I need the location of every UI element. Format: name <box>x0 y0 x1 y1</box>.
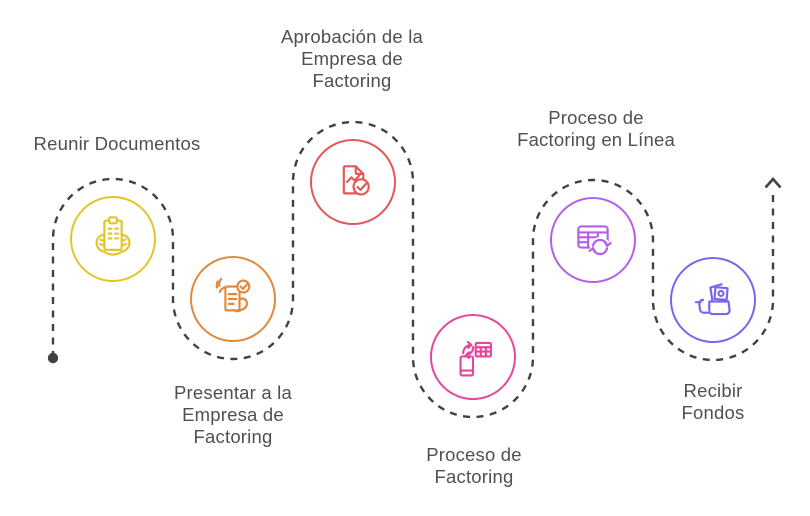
step-label-4: Proceso de Factoring <box>426 444 522 487</box>
step-node-4 <box>430 314 516 400</box>
step-node-6 <box>670 257 756 343</box>
step-label-5: Proceso de Factoring en Línea <box>517 107 675 150</box>
step-node-3 <box>310 139 396 225</box>
spreadsheet-sync-icon <box>577 225 612 258</box>
approved-document-chart-icon <box>342 165 370 196</box>
step-label-2: Presentar a la Empresa de Factoring <box>174 382 292 447</box>
hand-receiving-money-icon <box>694 283 731 316</box>
submit-document-check-icon <box>215 277 251 313</box>
step-label-6: Recibir Fondos <box>681 380 745 423</box>
step-node-1 <box>70 196 156 282</box>
step-label-1: Reunir Documentos <box>33 133 201 154</box>
flow-end-arrow-icon <box>764 177 782 189</box>
hands-holding-document-icon <box>95 216 131 256</box>
flow-dashed-line <box>51 120 775 419</box>
step-node-2 <box>190 256 276 342</box>
step-node-5 <box>550 197 636 283</box>
step-label-3: Aprobación de la Empresa de Factoring <box>280 26 424 91</box>
device-data-exchange-icon <box>459 340 492 377</box>
